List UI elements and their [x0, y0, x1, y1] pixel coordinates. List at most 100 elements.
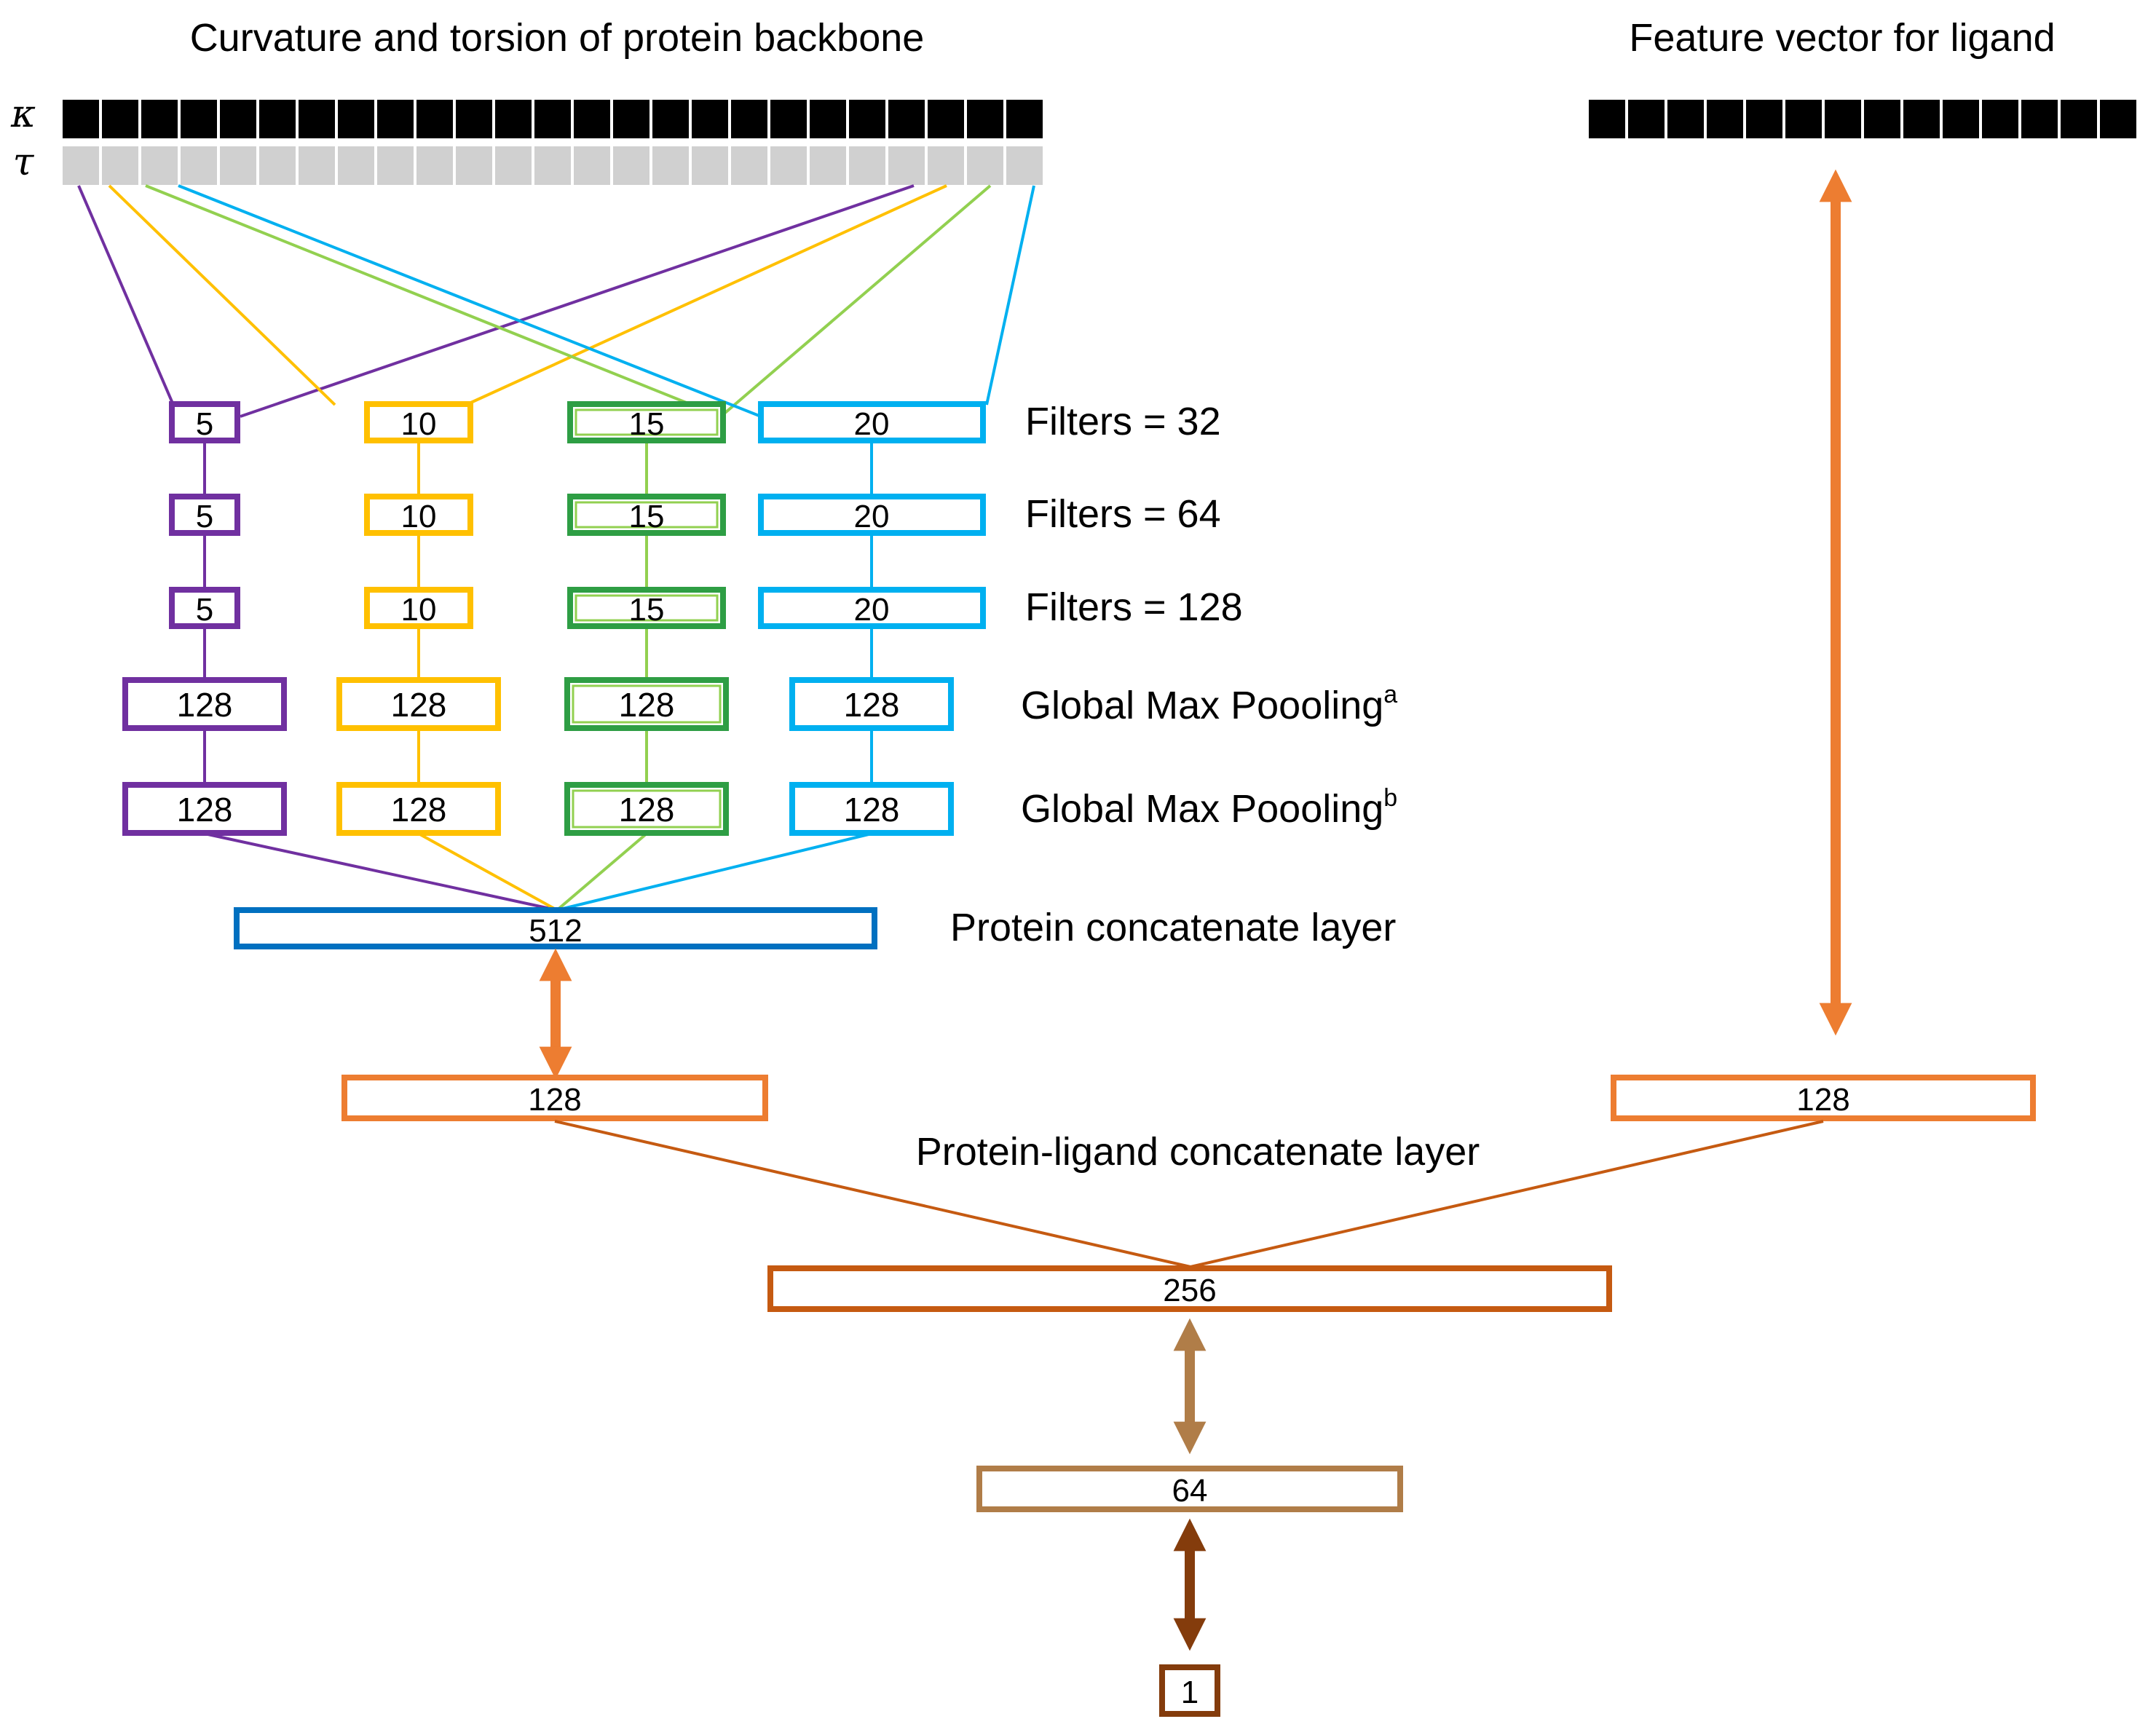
- kappa-cell: [967, 100, 1003, 138]
- tau-cell: [63, 146, 99, 185]
- kappa-cell: [1006, 100, 1043, 138]
- yellow-conv1-box: [364, 401, 473, 443]
- kappa-cell: [220, 100, 256, 138]
- tau-cell: [495, 146, 532, 185]
- kappa-cell: [888, 100, 925, 138]
- conv-layer-2: 5 10 15 20: [169, 494, 986, 536]
- ligand-dense-box: [1611, 1075, 2036, 1121]
- green-conv1-inner: [574, 408, 719, 436]
- ligand-cell: [1628, 100, 1665, 138]
- yellow-right-line: [465, 184, 947, 406]
- kappa-cell: [181, 100, 217, 138]
- global-max-pooling-a-label: Global Max Pooolinga: [1021, 681, 1397, 727]
- global-max-pooling-b-label: Global Max Pooolingb: [1021, 784, 1397, 831]
- green-right-line: [719, 184, 992, 418]
- dense-64-value: 64: [1172, 1473, 1208, 1509]
- tau-cell: [652, 146, 689, 185]
- gmp-a-text: Global Max Poooling: [1021, 684, 1383, 727]
- yellow-concat-line: [418, 832, 558, 912]
- kappa-cell: [692, 100, 728, 138]
- tau-cell: [1006, 146, 1043, 185]
- tau-symbol: τ: [13, 141, 35, 184]
- kappa-cell: [141, 100, 178, 138]
- gmp-a-superscript: a: [1383, 681, 1397, 708]
- yellow-conv3-box: [364, 587, 473, 629]
- ligand-cell: [1707, 100, 1743, 138]
- kappa-cell: [102, 100, 138, 138]
- kappa-cell: [338, 100, 374, 138]
- yellow-left-line: [108, 184, 336, 406]
- filters-128-label: Filters = 128: [1025, 585, 1243, 629]
- ligand-to-pl-concat-line: [1190, 1120, 1824, 1268]
- yellow-pool-b-box: [336, 782, 501, 836]
- tau-input-row: [63, 146, 1043, 185]
- cyan-conv3-box: [758, 587, 986, 629]
- purple-pool-b-box: [122, 782, 287, 836]
- ligand-input-title: Feature vector for ligand: [1629, 16, 2055, 60]
- yellow-pool-b-label: 128: [391, 791, 447, 829]
- gmp-b-text: Global Max Poooling: [1021, 787, 1383, 831]
- purple-right-line: [240, 184, 915, 418]
- tau-cell: [220, 146, 256, 185]
- ligand-cell: [1589, 100, 1625, 138]
- kappa-cell: [770, 100, 807, 138]
- tau-cell: [928, 146, 964, 185]
- cyan-conv2-box: [758, 494, 986, 536]
- input-connection-lines: [77, 184, 1035, 418]
- purple-conv1-label: 5: [196, 406, 213, 442]
- tau-cell: [338, 146, 374, 185]
- gmp-b-superscript: b: [1383, 784, 1397, 812]
- green-pool-a-label: 128: [619, 686, 675, 724]
- yellow-conv1-label: 10: [401, 406, 437, 442]
- ligand-cell: [2061, 100, 2097, 138]
- cyan-pool-b-label: 128: [844, 791, 900, 829]
- green-left-line: [145, 184, 722, 418]
- conv-layer-3: 5 10 15 20: [169, 587, 986, 629]
- purple-conv2-box: [169, 494, 240, 536]
- kappa-cell: [652, 100, 689, 138]
- tau-cell: [888, 146, 925, 185]
- purple-pool-a-label: 128: [177, 686, 233, 724]
- kappa-cell: [495, 100, 532, 138]
- yellow-conv3-label: 10: [401, 592, 437, 628]
- kappa-cell: [731, 100, 767, 138]
- cyan-pool-b-box: [789, 782, 954, 836]
- cyan-pool-a-box: [789, 677, 954, 731]
- cyan-pool-a-label: 128: [844, 686, 900, 724]
- cyan-conv3-label: 20: [854, 592, 890, 628]
- protein-concat-value: 512: [529, 913, 582, 949]
- tau-cell: [102, 146, 138, 185]
- filters-64-label: Filters = 64: [1025, 492, 1221, 536]
- cyan-conv1-box: [758, 401, 986, 443]
- protein-dense-value: 128: [528, 1082, 581, 1118]
- kappa-cell: [928, 100, 964, 138]
- green-conv3-inner: [574, 594, 719, 622]
- kappa-cell: [534, 100, 571, 138]
- pl-concat-box: [767, 1265, 1612, 1312]
- purple-concat-line: [204, 832, 558, 912]
- protein-to-pl-concat-line: [554, 1120, 1191, 1268]
- tau-cell: [731, 146, 767, 185]
- kappa-cell: [613, 100, 649, 138]
- purple-conv2-label: 5: [196, 499, 213, 534]
- green-concat-line: [556, 832, 648, 912]
- protein-dense-box: [341, 1075, 768, 1121]
- kappa-cell: [810, 100, 846, 138]
- ligand-dense-value: 128: [1796, 1082, 1849, 1118]
- pool-layer-b: 128 128 128 128: [122, 782, 954, 836]
- ligand-cell: [1943, 100, 1979, 138]
- ligand-cell: [1864, 100, 1900, 138]
- ligand-feature-vector: [1589, 100, 2136, 138]
- tau-cell: [456, 146, 492, 185]
- green-pool-a-inner: [572, 684, 722, 724]
- kappa-symbol: κ: [10, 92, 36, 136]
- protein-ligand-concat-label: Protein-ligand concatenate layer: [916, 1130, 1480, 1174]
- kappa-cell: [259, 100, 296, 138]
- cyan-conv2-label: 20: [854, 499, 890, 534]
- purple-conv3-box: [169, 587, 240, 629]
- purple-pool-a-box: [122, 677, 287, 731]
- cyan-right-line: [985, 185, 1035, 406]
- green-pool-b-label: 128: [619, 791, 675, 829]
- pool-layer-a: 128 128 128 128: [122, 677, 954, 731]
